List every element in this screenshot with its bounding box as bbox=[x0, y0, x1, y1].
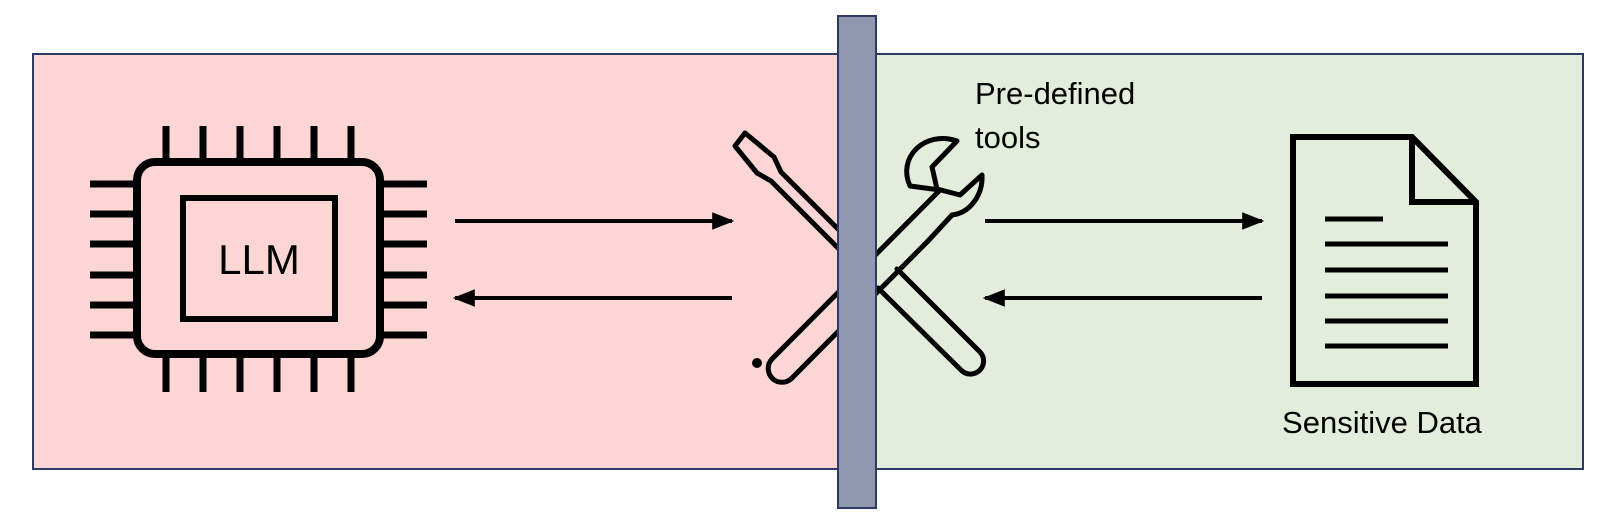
wrench-screwdriver-icon bbox=[732, 130, 987, 385]
cpu-chip-icon bbox=[90, 126, 427, 392]
document-icon bbox=[1290, 134, 1479, 387]
chip-label: LLM bbox=[218, 236, 300, 283]
tools-label-line2: tools bbox=[975, 120, 1040, 155]
document-label: Sensitive Data bbox=[1282, 405, 1483, 440]
untrusted-zone bbox=[32, 53, 844, 470]
tools-label-line1: Pre-defined bbox=[975, 76, 1135, 111]
trusted-zone bbox=[842, 53, 1584, 470]
isolation-barrier bbox=[837, 15, 877, 509]
